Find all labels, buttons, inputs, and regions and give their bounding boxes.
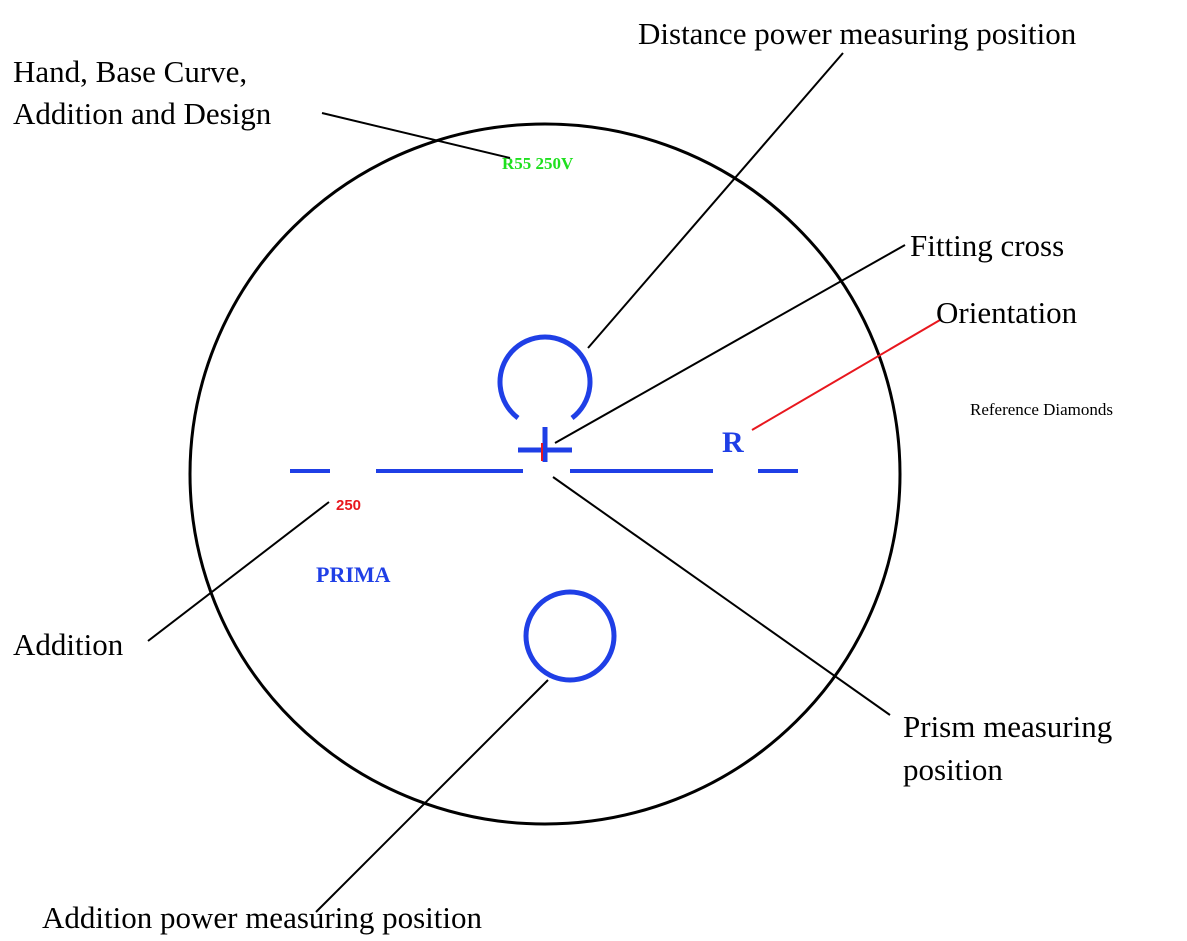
leader-orientation [751, 319, 941, 431]
label-reference-diamonds: Reference Diamonds [970, 400, 1113, 419]
hand-letter-mark: R [722, 426, 744, 459]
leader-addition [147, 501, 330, 642]
leader-fitting-cross [554, 244, 906, 444]
label-hand-line2: Addition and Design [13, 96, 272, 131]
leader-hand-base-curve [321, 112, 511, 159]
label-prism-line2: position [903, 752, 1003, 787]
lens-outline [188, 122, 902, 826]
engraving-mark: R55 250V [502, 154, 574, 173]
label-addition-power: Addition power measuring position [42, 900, 482, 935]
label-orientation: Orientation [936, 295, 1078, 330]
label-prism-line1: Prism measuring [903, 709, 1112, 744]
label-fitting-cross: Fitting cross [910, 228, 1064, 263]
leader-distance-power [587, 52, 844, 349]
distance-measuring-circle [497, 334, 593, 420]
design-name-mark: PRIMA [316, 562, 391, 587]
addition-value-mark: 250 [336, 497, 361, 514]
label-addition: Addition [13, 627, 124, 662]
label-distance-power: Distance power measuring position [638, 16, 1077, 51]
leader-prism [552, 476, 891, 716]
label-hand-line1: Hand, Base Curve, [13, 54, 247, 89]
leader-addition-power [315, 679, 549, 913]
addition-measuring-circle [523, 589, 617, 683]
